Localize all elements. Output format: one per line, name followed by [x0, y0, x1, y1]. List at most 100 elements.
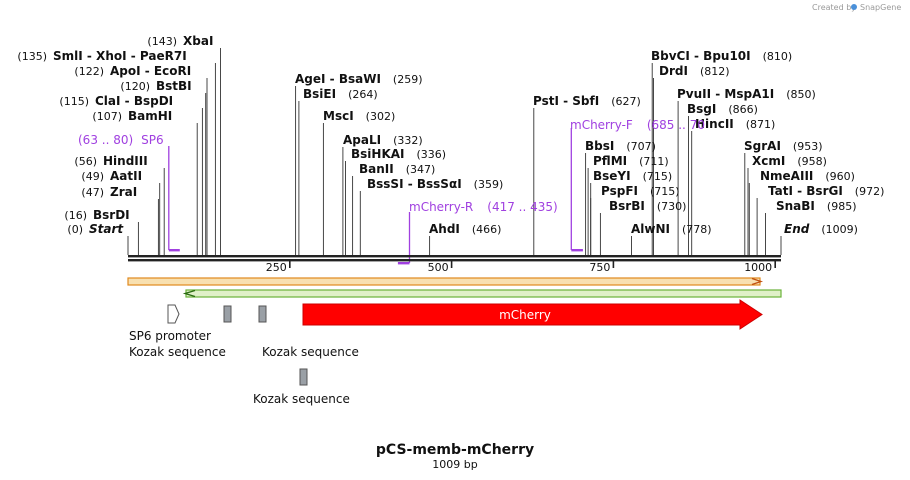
enzyme-site-11[interactable]: BsiEI(264): [303, 87, 378, 101]
enzyme-site-27[interactable]: PvuII - MspA1I(850): [677, 87, 816, 101]
enzyme-site-position: (264): [348, 88, 378, 101]
enzyme-site-position: (953): [793, 140, 823, 153]
enzyme-site-name: SgrAI: [744, 139, 781, 153]
kozak-label-2: Kozak sequence: [262, 345, 359, 359]
enzyme-site-7[interactable]: ApoI - EcoRI(122): [74, 64, 191, 78]
enzyme-site-name: HindIII: [103, 154, 148, 168]
enzyme-site-30[interactable]: SgrAI (953): [744, 139, 823, 153]
enzyme-site-9[interactable]: XbaI(143): [147, 34, 213, 48]
orf-reverse[interactable]: [182, 289, 782, 298]
kozak-box-3[interactable]: [299, 368, 308, 386]
enzyme-site-name: BstBI: [156, 79, 192, 93]
enzyme-site-32[interactable]: NmeAIII(960): [760, 169, 855, 183]
enzyme-site-34[interactable]: SnaBI(985): [776, 199, 857, 213]
enzyme-site-position: (347): [406, 163, 436, 176]
features: SP6 promoter Kozak sequence Kozak sequen…: [129, 299, 763, 406]
enzyme-site-position: (960): [825, 170, 855, 183]
enzyme-site-position: (711): [639, 155, 669, 168]
primer-1[interactable]: mCherry-R(417 .. 435): [397, 200, 558, 265]
backbone-bottom-strand: [128, 259, 781, 262]
enzyme-site-20[interactable]: PflMI (711): [593, 154, 669, 168]
enzyme-site-position: (332): [393, 134, 423, 147]
enzyme-site-position: (730): [657, 200, 687, 213]
enzyme-site-name: BsrDI: [93, 208, 130, 222]
enzyme-site-21[interactable]: BseYI(715): [593, 169, 672, 183]
primer-range: (417 .. 435): [487, 200, 557, 214]
enzyme-site-position: (120): [120, 80, 150, 93]
enzyme-site-18[interactable]: PstI - SbfI(627): [533, 94, 641, 108]
primer-2[interactable]: mCherry-F(685 .. 70: [570, 118, 705, 252]
enzyme-site-name: ZraI: [110, 185, 137, 199]
sequence-end-name: Start: [89, 222, 124, 236]
map-title: pCS-memb-mCherry: [376, 442, 534, 458]
enzyme-site-22[interactable]: PspFI(715): [601, 184, 680, 198]
enzyme-site-23[interactable]: BsrBI (730): [609, 199, 686, 213]
enzyme-site-2[interactable]: AatII(49): [81, 169, 142, 183]
enzyme-site-name: BsrBI: [609, 199, 645, 213]
sequence-end-position: (1009): [821, 223, 858, 236]
enzyme-site-position: (122): [74, 65, 104, 78]
enzyme-site-position: (107): [92, 110, 122, 123]
enzyme-site-name: AhdI: [429, 222, 460, 236]
enzyme-site-position: (259): [393, 73, 423, 86]
backbone-top-strand: [128, 255, 781, 258]
ruler-tick-label: 1000: [744, 261, 772, 274]
kozak-box-1[interactable]: [223, 305, 232, 323]
primer-binding-bar: [168, 249, 180, 252]
sp6-promoter-label: SP6 promoter: [129, 329, 211, 343]
enzyme-site-8[interactable]: SmlI - XhoI - PaeR7I(135): [17, 49, 186, 63]
orf-forward-bar[interactable]: [127, 277, 761, 286]
enzyme-site-29[interactable]: HincII(871): [695, 117, 775, 131]
enzyme-site-26[interactable]: DrdI(812): [659, 64, 730, 78]
enzyme-site-position: (143): [147, 35, 177, 48]
sp6-promoter-arrow[interactable]: [167, 304, 180, 324]
enzyme-site-name: BseYI: [593, 169, 631, 183]
enzyme-site-position: (972): [855, 185, 885, 198]
enzyme-site-position: (135): [17, 50, 47, 63]
enzyme-site-19[interactable]: BbsI(707): [585, 139, 656, 153]
enzyme-site-name: PflMI: [593, 154, 627, 168]
enzyme-site-33[interactable]: TatI - BsrGI(972): [768, 184, 884, 198]
enzyme-site-24[interactable]: AlwNI(778): [631, 222, 712, 236]
enzyme-site-4[interactable]: BamHI (107): [92, 109, 172, 123]
mcherry-cds-arrow[interactable]: [302, 299, 763, 330]
enzyme-site-16[interactable]: BssSI - BssSαI(359): [367, 177, 503, 191]
orf-forward-arrowhead: [751, 277, 764, 286]
primer-binding-bar: [397, 262, 410, 265]
enzyme-site-position: (49): [81, 170, 104, 183]
enzyme-site-17[interactable]: AhdI (466): [429, 222, 501, 236]
enzyme-site-28[interactable]: BsgI(866): [687, 102, 758, 116]
primer-name: SP6: [141, 133, 164, 147]
sequence-end-1[interactable]: End (1009): [784, 222, 858, 236]
enzyme-site-1[interactable]: ZraI(47): [81, 185, 137, 199]
orf-forward[interactable]: [127, 277, 764, 286]
enzyme-site-position: (707): [626, 140, 656, 153]
enzyme-site-13[interactable]: ApaLI(332): [343, 133, 423, 147]
enzyme-site-name: BsiHKAI: [351, 147, 405, 161]
enzyme-site-12[interactable]: MscI(302): [323, 109, 395, 123]
primer-binding-bar: [571, 249, 583, 252]
enzyme-site-31[interactable]: XcmI(958): [752, 154, 827, 168]
primers: (63 .. 80)SP6 mCherry-R(417 .. 435)mCherr…: [78, 118, 705, 265]
enzyme-site-position: (56): [74, 155, 97, 168]
enzyme-site-25[interactable]: BbvCI - Bpu10I(810): [651, 49, 792, 63]
enzyme-site-3[interactable]: HindIII (56): [74, 154, 147, 168]
enzyme-site-15[interactable]: BanII(347): [359, 162, 435, 176]
kozak-box-2[interactable]: [258, 305, 267, 323]
enzyme-site-14[interactable]: BsiHKAI(336): [351, 147, 446, 161]
sequence-end-name: End: [784, 222, 810, 236]
enzyme-site-5[interactable]: ClaI - BspDI(115): [59, 94, 173, 108]
enzyme-site-name: BamHI: [128, 109, 172, 123]
mcherry-cds-label: mCherry: [499, 308, 551, 322]
sequence-end-0[interactable]: Start(0): [67, 222, 124, 236]
orf-reverse-bar[interactable]: [185, 289, 782, 298]
primer-0[interactable]: (63 .. 80)SP6: [78, 133, 180, 252]
enzyme-site-0[interactable]: BsrDI(16): [64, 208, 129, 222]
enzyme-site-position: (115): [59, 95, 89, 108]
ruler-tick-label: 500: [428, 261, 449, 274]
enzyme-site-10[interactable]: AgeI - BsaWI(259): [295, 72, 423, 86]
enzyme-site-name: HincII: [695, 117, 734, 131]
ruler-tick-label: 250: [266, 261, 287, 274]
enzyme-site-6[interactable]: BstBI (120): [120, 79, 191, 93]
enzyme-site-position: (466): [472, 223, 502, 236]
